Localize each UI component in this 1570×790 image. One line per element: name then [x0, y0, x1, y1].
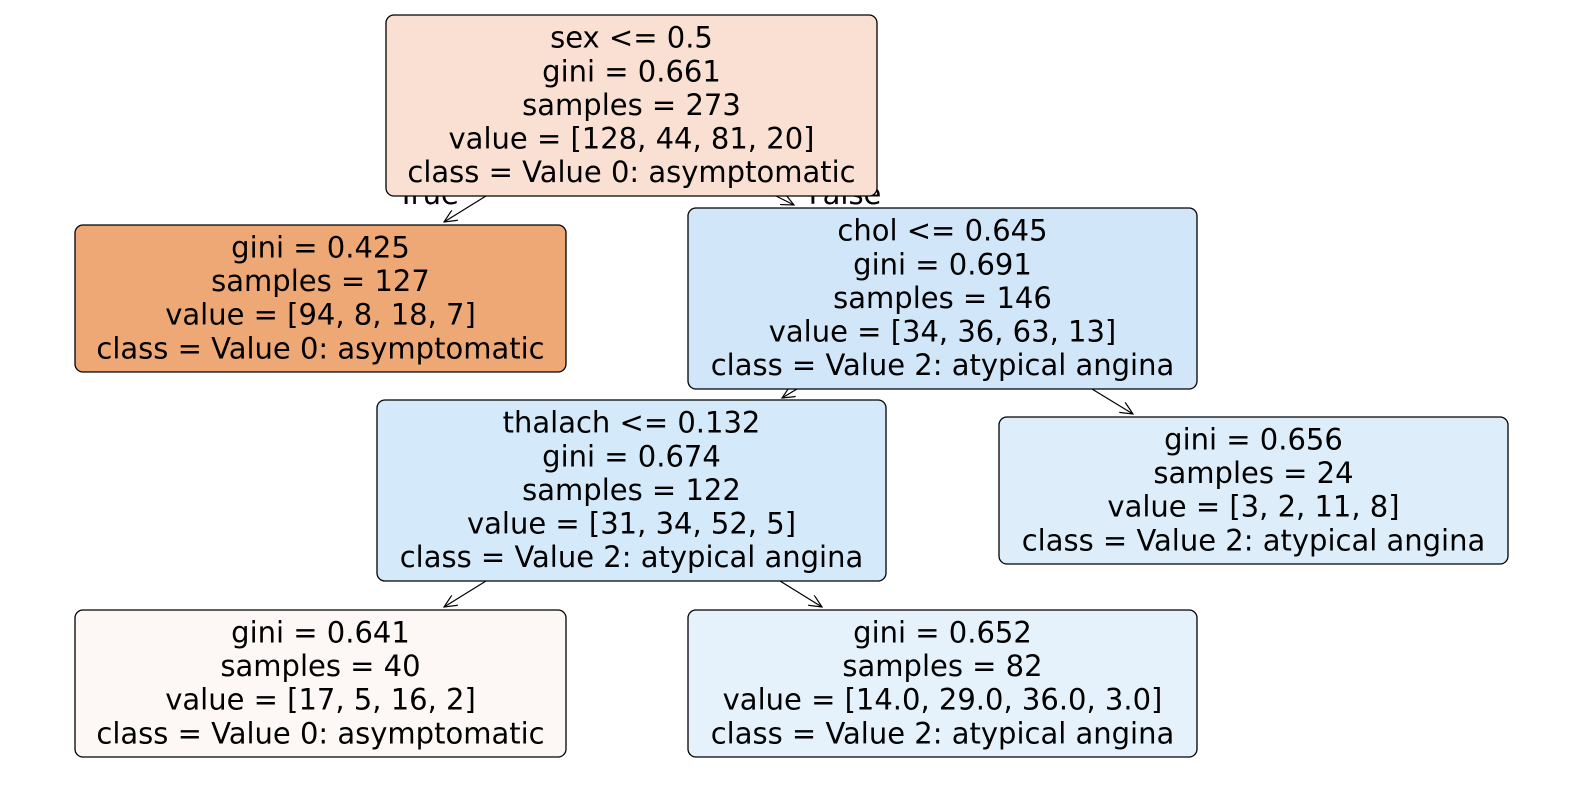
- node-text-line: samples = 40: [220, 649, 420, 683]
- node-text-line: samples = 146: [833, 281, 1052, 315]
- node-text-line: samples = 273: [522, 88, 741, 122]
- node-text-line: class = Value 2: atypical angina: [711, 348, 1175, 382]
- node-text-line: class = Value 2: atypical angina: [400, 540, 864, 574]
- node-text-line: value = [94, 8, 18, 7]: [165, 298, 476, 332]
- node-text-line: gini = 0.661: [542, 54, 721, 88]
- node-text-line: value = [3, 2, 11, 8]: [1107, 490, 1399, 524]
- node-box: [687, 207, 1198, 390]
- node-text-line: thalach <= 0.132: [503, 406, 761, 440]
- edge-thalach-split-to-bottom-left-leaf: [444, 580, 487, 607]
- node-text-line: samples = 24: [1153, 456, 1353, 490]
- node-text-line: samples = 122: [522, 473, 741, 507]
- node-text-line: class = Value 0: asymptomatic: [407, 155, 855, 189]
- edge-chol-split-to-thalach-split: [782, 389, 798, 398]
- node-text-line: value = [14.0, 29.0, 36.0, 3.0]: [723, 683, 1163, 717]
- node-box: [74, 609, 567, 758]
- node-text-line: class = Value 0: asymptomatic: [96, 331, 544, 365]
- node-text-line: chol <= 0.645: [837, 214, 1047, 248]
- node-text-line: class = Value 0: asymptomatic: [96, 716, 544, 750]
- node-text-line: samples = 127: [211, 264, 430, 298]
- node-text-line: value = [128, 44, 81, 20]: [449, 122, 815, 156]
- node-text-line: value = [31, 34, 52, 5]: [467, 507, 796, 541]
- edge-root-to-chol-split: [775, 196, 794, 205]
- node-box: [687, 609, 1198, 758]
- node-text-line: class = Value 2: atypical angina: [711, 716, 1175, 750]
- node-text-line: class = Value 2: atypical angina: [1022, 523, 1486, 557]
- node-text-line: gini = 0.652: [853, 616, 1032, 650]
- node-box: [376, 399, 887, 582]
- edge-chol-split-to-right-leaf: [1091, 388, 1133, 414]
- node-text-line: gini = 0.656: [1164, 423, 1343, 457]
- node-text-line: gini = 0.641: [231, 616, 410, 650]
- node-text-line: value = [17, 5, 16, 2]: [165, 683, 476, 717]
- node-text-line: value = [34, 36, 63, 13]: [769, 315, 1117, 349]
- node-box: [998, 416, 1509, 565]
- node-text-line: samples = 82: [842, 649, 1042, 683]
- node-text-line: gini = 0.674: [542, 439, 721, 473]
- node-box: [74, 224, 567, 373]
- node-box: [385, 14, 878, 197]
- node-text-line: gini = 0.425: [231, 231, 410, 265]
- edge-thalach-split-to-bottom-right-leaf: [779, 580, 822, 607]
- node-text-line: sex <= 0.5: [550, 21, 713, 55]
- node-text-line: gini = 0.691: [853, 247, 1032, 281]
- edge-root-to-left-leaf: [444, 195, 487, 222]
